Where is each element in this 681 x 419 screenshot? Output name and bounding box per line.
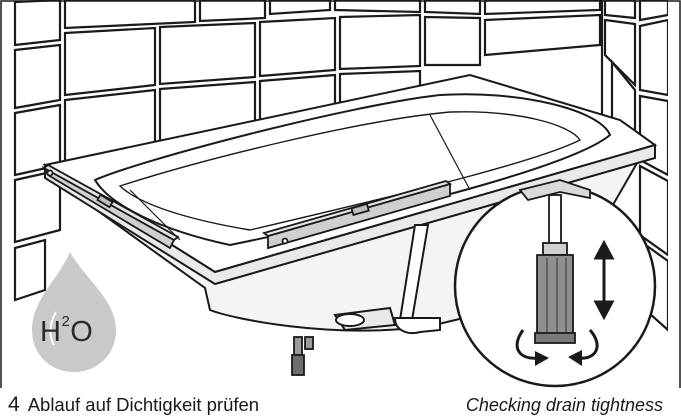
bathtub-installation-illustration <box>0 0 681 390</box>
caption-bar <box>0 388 681 419</box>
bathtub <box>42 73 658 332</box>
step-number: 4 <box>8 393 20 416</box>
spirit-level-right <box>262 180 452 250</box>
h2o-sup: 2 <box>61 313 71 331</box>
h2o-label: H2O <box>40 313 94 349</box>
step-caption-english: Checking drain tightness <box>465 395 663 415</box>
drop-highlight <box>49 311 57 346</box>
h2o-base: H <box>40 316 62 348</box>
drain-pipes <box>333 224 441 335</box>
adjuster-detail-zoom <box>453 179 657 388</box>
rotate-arrows-icon <box>515 329 599 366</box>
tub-feet <box>291 336 314 376</box>
step-caption-german: 4 Ablauf auf Dichtigkeit prüfen <box>8 393 259 417</box>
step-text-german: Ablauf auf Dichtigkeit prüfen <box>27 394 260 415</box>
spirit-level-left <box>41 163 180 250</box>
vertical-adjust-arrow-icon <box>593 239 615 321</box>
frame-border <box>0 0 681 390</box>
h2o-rest: O <box>70 316 94 348</box>
